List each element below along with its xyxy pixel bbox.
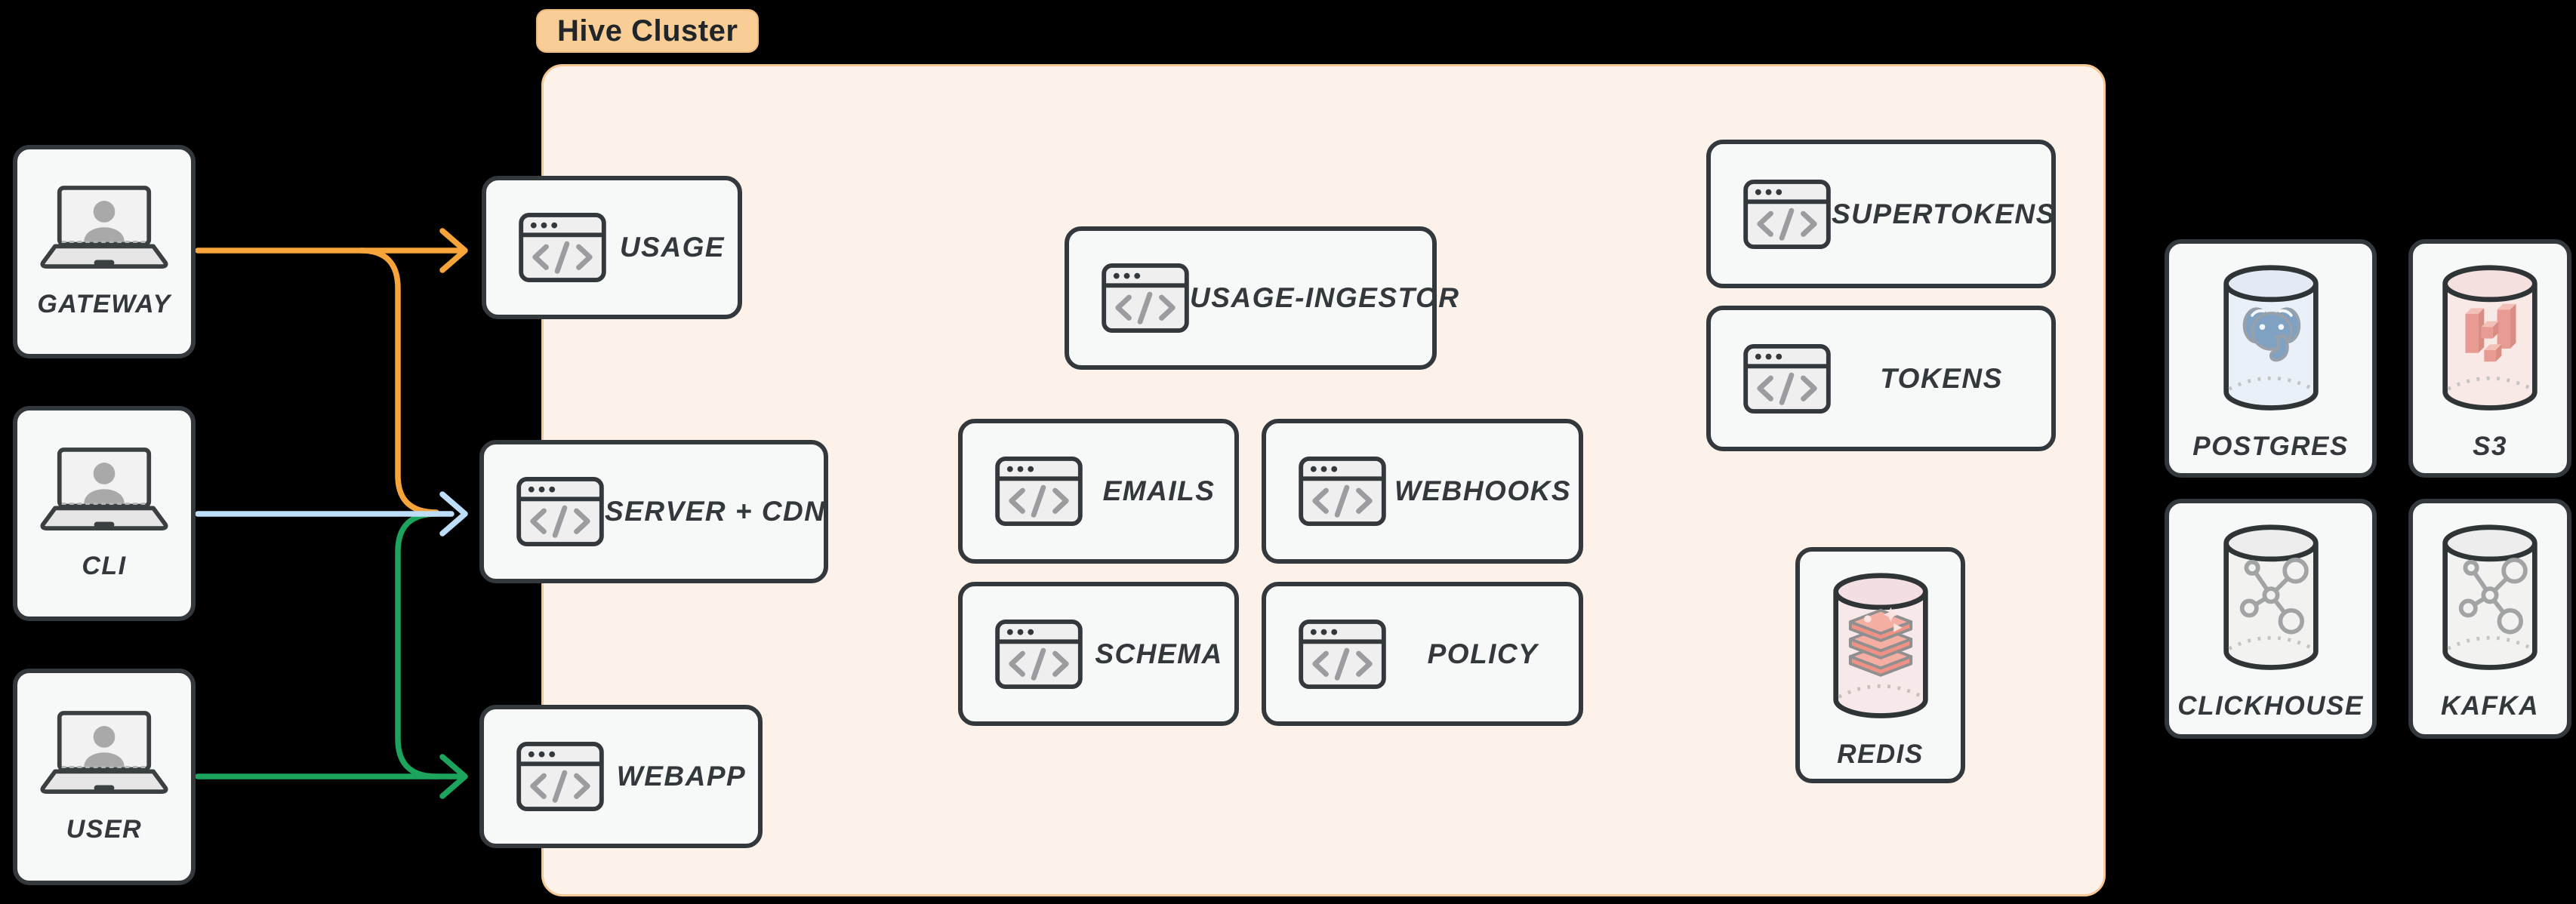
postgres-cylinder-icon — [2220, 263, 2322, 417]
node-postgres: POSTGRES — [2165, 239, 2377, 478]
node-policy: POLICY — [1262, 582, 1583, 726]
node-emails: EMAILS — [958, 419, 1239, 564]
node-server-cdn: SERVER + CDN — [479, 440, 828, 583]
node-label: POLICY — [1427, 638, 1539, 669]
node-cli: CLI — [13, 406, 196, 621]
code-window-icon — [516, 476, 605, 547]
node-user: USER — [13, 669, 196, 885]
edge-user-to-server-cdn — [395, 511, 439, 779]
code-window-icon — [518, 212, 607, 283]
code-window-icon — [994, 619, 1083, 690]
node-webapp: WEBAPP — [479, 705, 763, 848]
node-gateway: GATEWAY — [13, 145, 196, 358]
node-label: USAGE-INGESTOR — [1190, 282, 1460, 313]
s3-cylinder-icon — [2439, 263, 2541, 417]
node-usage: USAGE — [482, 176, 742, 319]
node-supertokens: SUPERTOKENS — [1706, 140, 2056, 288]
code-window-icon — [1298, 619, 1387, 690]
node-label: SERVER + CDN — [605, 496, 826, 527]
node-kafka: KAFKA — [2408, 499, 2571, 739]
code-window-icon — [1101, 263, 1190, 334]
redis-cylinder-icon — [1830, 571, 1931, 724]
code-window-icon — [1298, 456, 1387, 527]
node-label: CLICKHOUSE — [2177, 691, 2364, 721]
code-window-icon — [994, 456, 1083, 527]
node-label: POSTGRES — [2192, 432, 2349, 461]
node-label: S3 — [2473, 432, 2507, 461]
node-label: CLI — [82, 551, 127, 580]
node-label: USAGE — [619, 232, 726, 263]
code-window-icon — [1742, 343, 1832, 414]
node-webhooks: WEBHOOKS — [1262, 419, 1583, 564]
node-label: KAFKA — [2441, 691, 2539, 721]
node-label: SCHEMA — [1095, 638, 1223, 669]
arrowhead-server-cdn — [439, 491, 468, 537]
node-label: EMAILS — [1102, 475, 1216, 506]
node-label: SUPERTOKENS — [1832, 198, 2056, 229]
arrowhead-webapp — [439, 754, 468, 799]
laptop-user-icon — [39, 447, 169, 532]
hive-cluster-badge: Hive Cluster — [536, 9, 760, 53]
node-label: GATEWAY — [37, 289, 171, 318]
node-label: WEBAPP — [616, 761, 747, 792]
node-schema: SCHEMA — [958, 582, 1239, 726]
arrowhead-usage — [439, 228, 468, 273]
laptop-user-icon — [39, 710, 169, 795]
kafka-cylinder-icon — [2439, 523, 2541, 676]
code-window-icon — [516, 741, 605, 812]
laptop-user-icon — [39, 185, 169, 270]
node-s3: S3 — [2408, 239, 2571, 478]
node-tokens: TOKENS — [1706, 306, 2056, 451]
node-redis: REDIS — [1795, 547, 1965, 783]
node-label: TOKENS — [1880, 362, 2003, 394]
node-label: REDIS — [1837, 739, 1924, 769]
node-usage-ingestor: USAGE-INGESTOR — [1065, 226, 1459, 370]
node-clickhouse: CLICKHOUSE — [2165, 499, 2377, 739]
edge-gateway-to-server-cdn — [358, 248, 439, 515]
code-window-icon — [1742, 179, 1832, 250]
clickhouse-cylinder-icon — [2220, 523, 2322, 676]
node-label: WEBHOOKS — [1394, 475, 1571, 506]
node-label: USER — [66, 814, 143, 844]
